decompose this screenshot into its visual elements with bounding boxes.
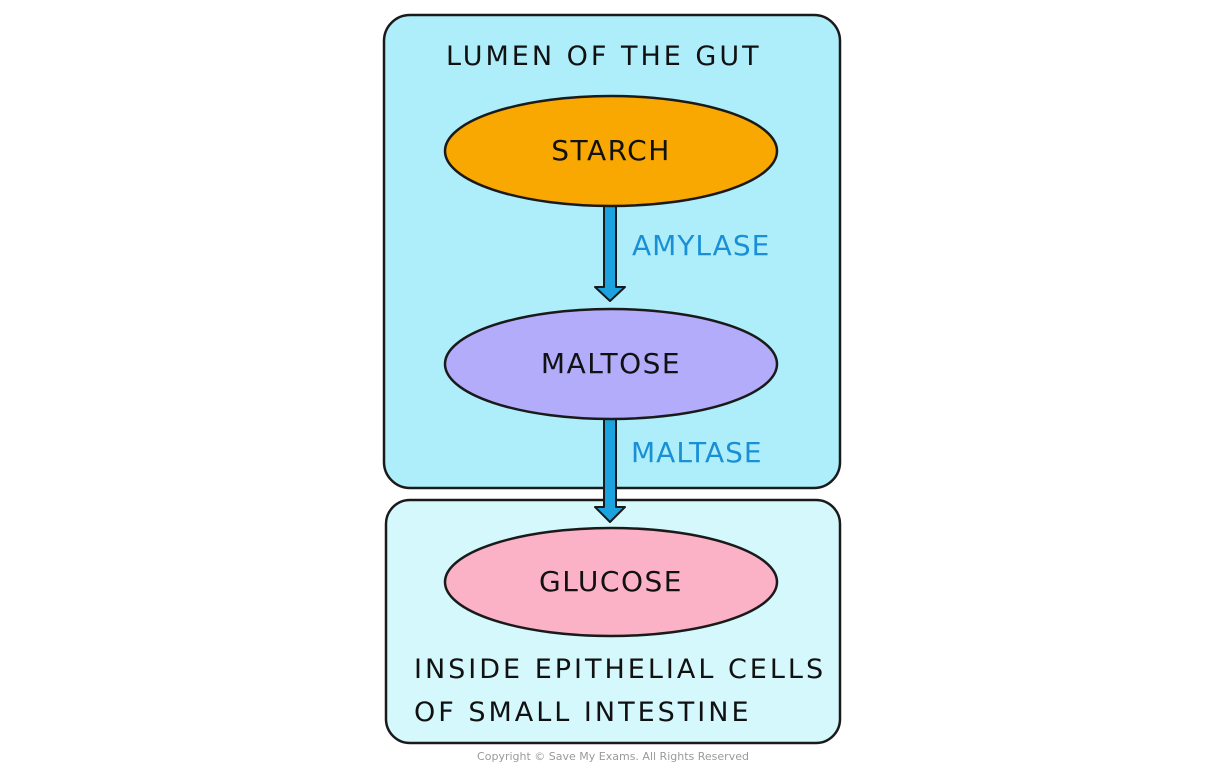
amylase-label: AMYLASE xyxy=(632,229,771,262)
epithelial-label-line1: INSIDE EPITHELIAL CELLS xyxy=(414,654,827,685)
maltose-node xyxy=(443,307,779,421)
starch-node xyxy=(443,94,779,208)
maltase-label: MALTASE xyxy=(631,436,763,469)
lumen-label: LUMEN OF THE GUT xyxy=(446,41,762,72)
epithelial-label-line2: OF SMALL INTESTINE xyxy=(414,697,752,728)
glucose-label: GLUCOSE xyxy=(539,565,683,598)
copyright-notice: Copyright © Save My Exams. All Rights Re… xyxy=(477,750,749,763)
glucose-node xyxy=(443,526,779,638)
starch-label: STARCH xyxy=(551,134,671,167)
maltose-label: MALTOSE xyxy=(540,347,682,380)
arrow-starch-to-maltose xyxy=(594,205,626,302)
arrow-maltose-to-glucose xyxy=(594,418,626,523)
